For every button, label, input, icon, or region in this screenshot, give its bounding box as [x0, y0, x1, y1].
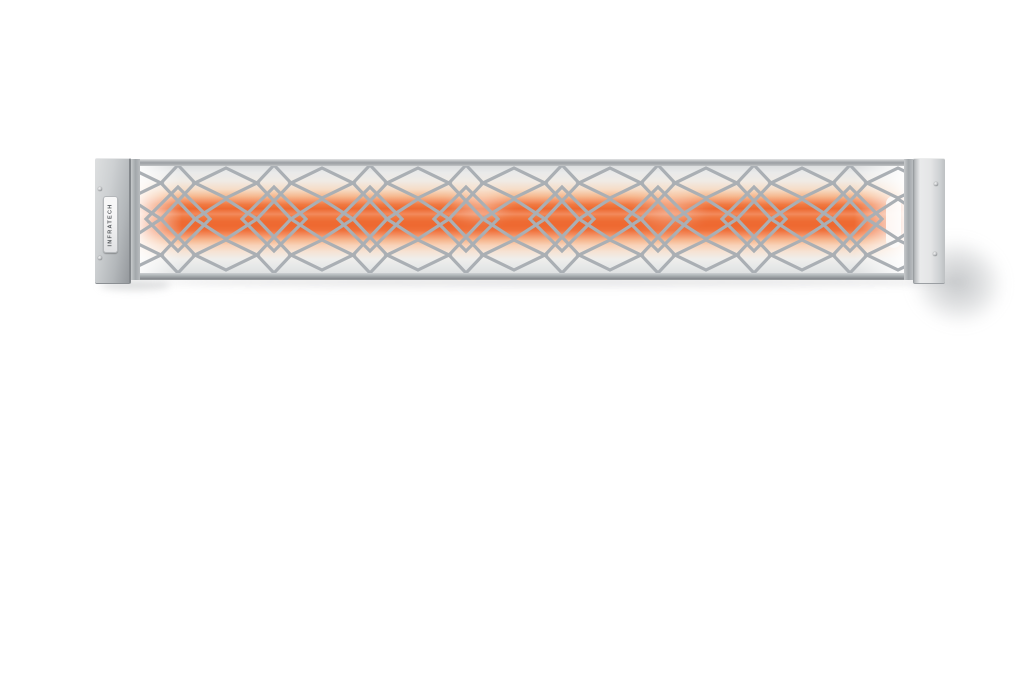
brand-badge-label: INFRATECH: [107, 202, 114, 247]
brand-badge: INFRATECH: [103, 196, 118, 253]
left-end-cap: INFRATECH: [95, 158, 131, 284]
heater: INFRATECH: [95, 156, 1024, 360]
decorative-grille: [140, 166, 904, 273]
screw-icon: [98, 187, 102, 191]
heater-body: [131, 159, 913, 280]
right-end-cap: [913, 158, 945, 284]
screw-icon: [98, 256, 102, 260]
screw-icon: [934, 182, 938, 186]
frame-bar-bottom: [131, 273, 913, 280]
frame-bar-top: [131, 159, 913, 166]
screw-icon: [933, 252, 937, 256]
frame-bar-right: [904, 159, 913, 280]
frame-bar-left: [131, 159, 140, 280]
